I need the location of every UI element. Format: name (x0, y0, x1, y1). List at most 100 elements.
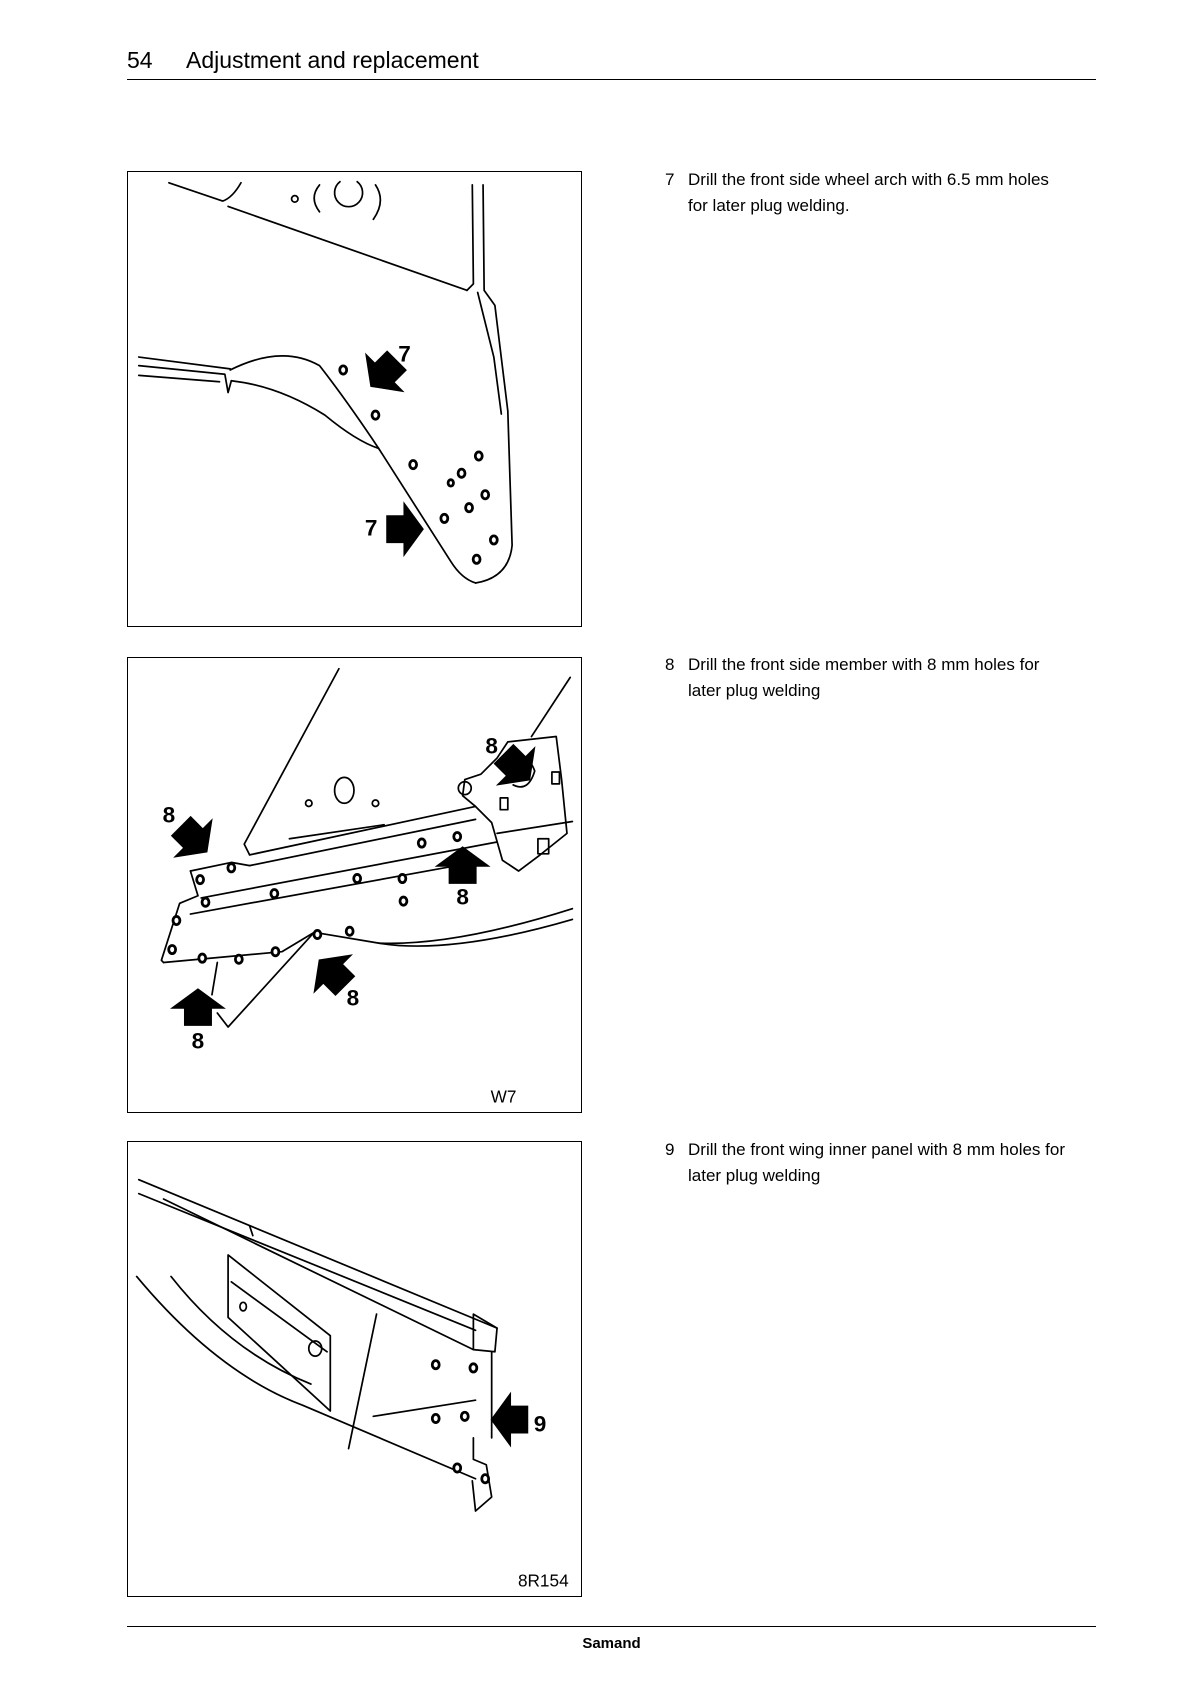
callout-label: 8 (163, 803, 176, 828)
wing-inner-panel-illustration: 9 8R154 (128, 1142, 581, 1596)
step-number: 7 (665, 167, 674, 193)
side-member-linework (161, 669, 572, 1027)
weld-hole (202, 898, 209, 906)
wheel-arch-illustration: 7 7 (128, 172, 581, 626)
weld-hole (199, 954, 206, 962)
figure-wing-inner-panel: 9 8R154 (127, 1141, 582, 1597)
callout-label: 8 (485, 734, 498, 759)
panel-bracket-left (314, 185, 319, 212)
weld-hole (454, 1464, 461, 1472)
step-text-line: Drill the front side wheel arch with 6.5… (688, 167, 1049, 193)
panel-flange (472, 1438, 491, 1511)
wheel-arch-linework (139, 182, 512, 583)
panel-small-hole (306, 800, 312, 806)
weld-hole (173, 916, 180, 924)
footer-brand: Samand (127, 1634, 1096, 1654)
weld-hole (314, 930, 321, 938)
weld-hole (400, 897, 407, 905)
weld-hole (466, 504, 473, 512)
strut-edge (531, 677, 570, 736)
weld-hole (372, 411, 379, 419)
panel-small-hole (372, 800, 378, 806)
step-text-line: later plug welding (688, 678, 1039, 704)
callout-label: 8 (347, 985, 360, 1010)
step-text-line: later plug welding (688, 1163, 1065, 1189)
weld-hole (228, 864, 235, 872)
callout-label: 7 (398, 341, 411, 366)
callout-label: 8 (456, 884, 469, 909)
weld-hole (473, 555, 480, 563)
panel-bracket-right (373, 185, 380, 219)
weld-hole (482, 491, 489, 499)
weld-hole (461, 1412, 468, 1420)
page-number: 54 (127, 45, 186, 75)
member-flange-top (250, 806, 476, 854)
sill-rail-bottom (139, 375, 220, 381)
bracket-tab (500, 798, 508, 810)
weld-hole (410, 461, 417, 469)
callout-label: 7 (365, 516, 378, 541)
step-text-line: Drill the front side member with 8 mm ho… (688, 652, 1039, 678)
pillar-outer-edge (476, 185, 513, 583)
weld-hole (272, 948, 279, 956)
step-text-line: Drill the front wing inner panel with 8 … (688, 1137, 1065, 1163)
step-instruction: Drill the front side member with 8 mm ho… (688, 652, 1039, 704)
step-text-line: for later plug welding. (688, 193, 1049, 219)
callout-arrow (170, 988, 226, 1026)
weld-hole (482, 1475, 489, 1483)
member-top-edge (190, 862, 249, 871)
weld-hole (475, 452, 482, 460)
wing-panel-linework (137, 1180, 497, 1511)
side-member-illustration: 8 8 8 8 8 W7 (128, 658, 581, 1112)
member-leg (212, 962, 217, 994)
pillar-flange-edge (478, 292, 502, 414)
callout-label: 9 (534, 1411, 547, 1436)
step-number: 8 (665, 652, 674, 678)
weld-hole (458, 469, 465, 477)
figure-side-member: 8 8 8 8 8 W7 (127, 657, 582, 1113)
footer-rule (127, 1626, 1096, 1627)
panel-crease-line (228, 206, 467, 290)
figure-wheel-arch: 7 7 (127, 171, 582, 627)
member-middle-line (190, 867, 450, 914)
bracket-tab (552, 772, 560, 784)
weld-hole (169, 945, 176, 953)
step-number: 9 (665, 1137, 674, 1163)
weld-hole (271, 890, 278, 898)
weld-hole (399, 874, 406, 882)
weld-hole (346, 927, 353, 935)
wing-panel-edge (244, 669, 339, 855)
wheel-arch-curve (230, 356, 378, 449)
upper-panel-edge (169, 183, 241, 201)
weld-hole (197, 876, 204, 884)
plate-hole (240, 1302, 246, 1311)
weld-hole (432, 1361, 439, 1369)
weld-hole (441, 514, 448, 522)
panel-round-opening (335, 182, 363, 207)
upper-rail-top (139, 1180, 497, 1328)
weld-hole (354, 874, 361, 882)
figure-code: 8R154 (518, 1570, 569, 1590)
weld-hole (418, 839, 425, 847)
member-rear-line (497, 822, 572, 834)
panel-seam-diagonal (373, 1400, 475, 1416)
figure-code: W7 (491, 1086, 517, 1106)
step-instruction: Drill the front side wheel arch with 6.5… (688, 167, 1049, 219)
page-title: Adjustment and replacement (186, 47, 479, 73)
member-flange-lower (250, 819, 476, 865)
callout-label: 8 (192, 1029, 205, 1054)
weld-hole (454, 832, 461, 840)
panel-seam-vertical (349, 1314, 377, 1448)
weld-hole (470, 1364, 477, 1372)
step-instruction: Drill the front wing inner panel with 8 … (688, 1137, 1065, 1189)
callout-arrow (491, 1392, 529, 1448)
header-rule (127, 79, 1096, 80)
weld-hole (490, 536, 497, 544)
weld-hole (340, 366, 347, 374)
pillar-inner-edge (467, 185, 473, 290)
weld-hole (432, 1414, 439, 1422)
reinforcement-plate (228, 1255, 330, 1411)
panel-hole-outline (292, 196, 298, 202)
panel-large-opening (335, 777, 354, 803)
